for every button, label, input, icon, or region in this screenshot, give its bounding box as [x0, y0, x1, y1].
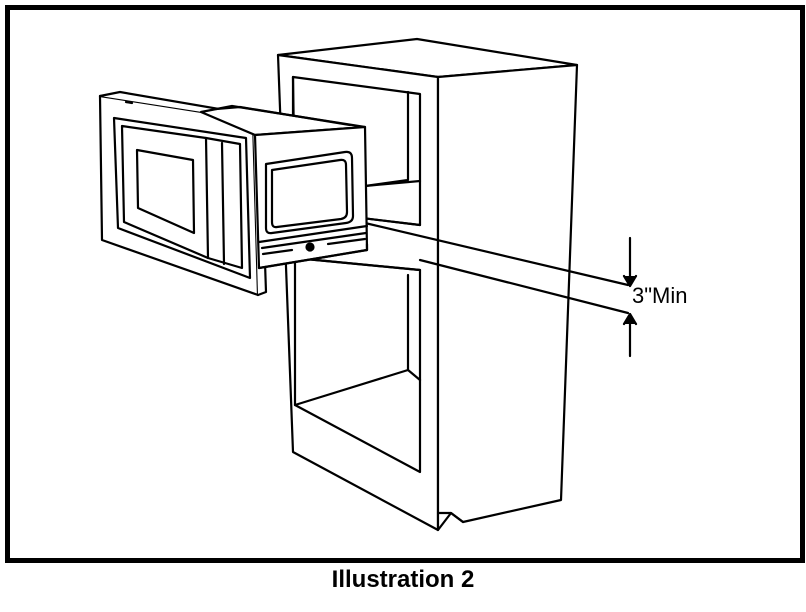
microwave-oven [199, 104, 369, 270]
clearance-label: 3"Min [632, 283, 688, 308]
figure-caption: Illustration 2 [331, 566, 475, 593]
installation-drawing [98, 37, 638, 532]
cabinet [276, 37, 579, 532]
illustration-frame [5, 5, 805, 563]
clearance-dimension [363, 221, 638, 358]
control-knob-icon [305, 242, 315, 252]
